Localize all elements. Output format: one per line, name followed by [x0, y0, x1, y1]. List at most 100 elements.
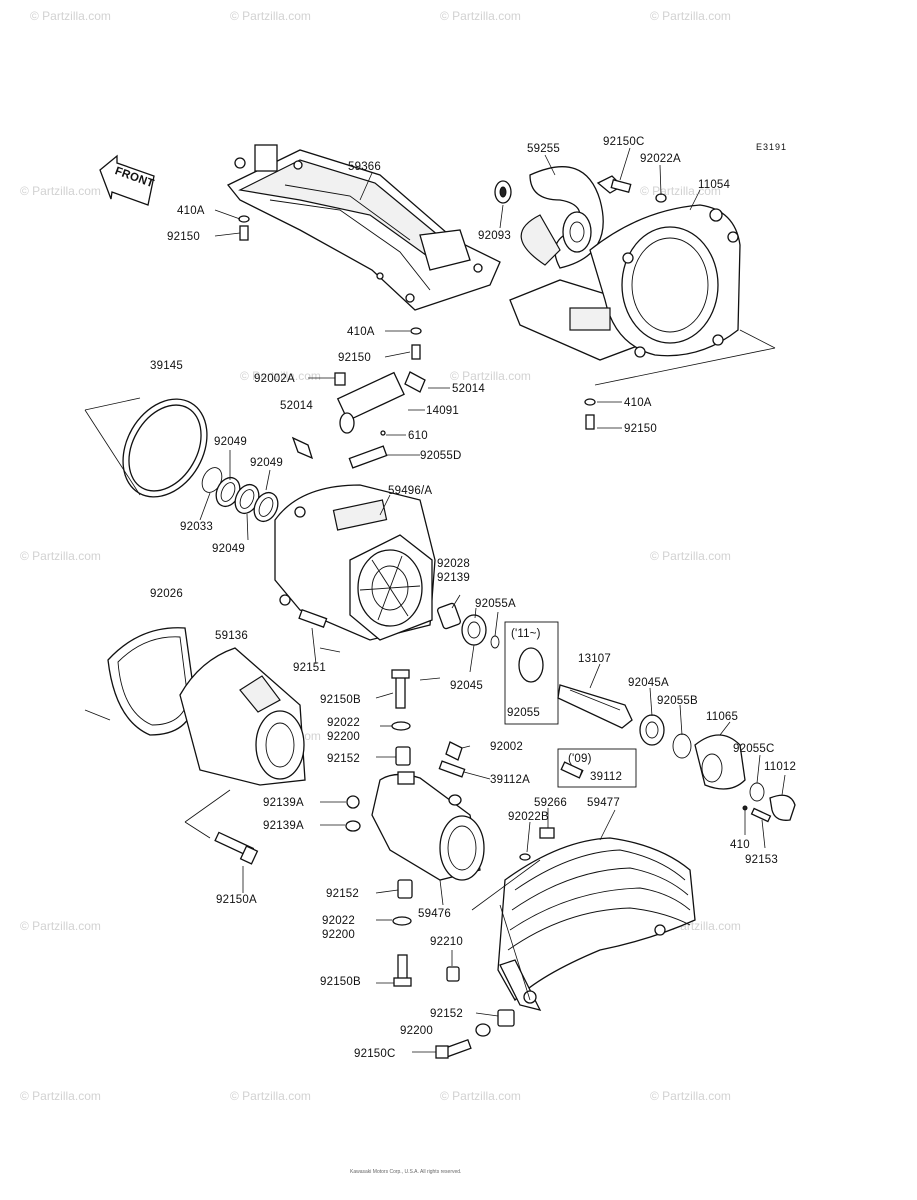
- part-59136-drawing: [179, 647, 306, 786]
- label-11065: 11065: [706, 711, 738, 723]
- watermark: © Partzilla.com: [450, 369, 531, 383]
- label-59255: 59255: [527, 143, 560, 155]
- label-59496A: 59496/A: [388, 485, 432, 497]
- part-59496-drawing: [274, 484, 436, 641]
- part-39145-drawing: [122, 398, 208, 498]
- label-39112A: 39112A: [490, 774, 530, 786]
- label-92022: 92022: [327, 717, 360, 729]
- fasteners-top: [238, 175, 667, 430]
- label-92150A: 92150A: [216, 894, 257, 906]
- label-92002A: 92002A: [254, 373, 295, 385]
- label-box-09: ('09): [568, 753, 592, 765]
- box-11-drawing: [504, 621, 559, 725]
- front-arrow-icon: FRONT: [99, 154, 155, 206]
- label-92150B: 92150B: [320, 976, 361, 988]
- box-09-drawing: [557, 748, 637, 788]
- label-52014: 52014: [452, 383, 485, 395]
- label-39112: 39112: [590, 771, 622, 783]
- label-92152: 92152: [430, 1008, 463, 1020]
- label-92139A: 92139A: [263, 797, 304, 809]
- label-59266: 59266: [534, 797, 567, 809]
- part-11065-drawing: [694, 734, 796, 823]
- label-92045: 92045: [450, 680, 483, 692]
- label-92045A: 92045A: [628, 677, 669, 689]
- watermark: © Partzilla.com: [650, 9, 731, 23]
- label-92151: 92151: [293, 662, 326, 674]
- label-92150C: 92150C: [603, 136, 644, 148]
- watermark: © Partzilla.com: [440, 9, 521, 23]
- label-92049: 92049: [250, 457, 283, 469]
- watermark: © Partzilla.com: [650, 1089, 731, 1103]
- part-14091-drawing: [291, 371, 426, 469]
- label-410A: 410A: [624, 397, 652, 409]
- seals-drawing: [201, 467, 279, 523]
- label-59136: 59136: [215, 630, 248, 642]
- watermark: © Partzilla.com: [230, 9, 311, 23]
- watermark: © Partzilla.com: [230, 1089, 311, 1103]
- label-59366: 59366: [348, 161, 381, 173]
- label-92200: 92200: [327, 731, 360, 743]
- label-59476: 59476: [418, 908, 451, 920]
- label-11054: 11054: [698, 179, 731, 191]
- part-59477-drawing: [446, 827, 696, 1011]
- part-13107-drawing: [557, 684, 692, 759]
- label-92150: 92150: [167, 231, 200, 243]
- label-92022B: 92022B: [508, 811, 549, 823]
- label-59477: 59477: [587, 797, 620, 809]
- watermark: © Partzilla.com: [20, 184, 101, 198]
- label-92055C: 92055C: [733, 743, 774, 755]
- label-92093: 92093: [478, 230, 511, 242]
- label-92152: 92152: [326, 888, 359, 900]
- label-52014: 52014: [280, 400, 313, 412]
- fasteners-middle: [214, 669, 584, 865]
- label-92022: 92022: [322, 915, 355, 927]
- diagram-code: E3191: [756, 142, 787, 152]
- part-92093-drawing: [494, 180, 512, 204]
- label-92139A: 92139A: [263, 820, 304, 832]
- watermark: © Partzilla.com: [20, 1089, 101, 1103]
- label-92026: 92026: [150, 588, 183, 600]
- watermark: © Partzilla.com: [20, 549, 101, 563]
- label-92139: 92139: [437, 572, 470, 584]
- label-410A: 410A: [347, 326, 375, 338]
- part-11054-drawing: [509, 204, 741, 361]
- label-92200: 92200: [322, 929, 355, 941]
- label-92055A: 92055A: [475, 598, 516, 610]
- part-labels: 59366 59255 92150C 92022A 11054 410A 921…: [150, 136, 796, 1060]
- label-92150: 92150: [338, 352, 371, 364]
- label-92022A: 92022A: [640, 153, 681, 165]
- label-92055: 92055: [507, 707, 540, 719]
- label-92150B: 92150B: [320, 694, 361, 706]
- part-92026-drawing: [107, 627, 196, 736]
- watermark: © Partzilla.com: [440, 1089, 521, 1103]
- label-39145: 39145: [150, 360, 183, 372]
- fasteners-bottom: [435, 1009, 515, 1059]
- watermark: © Partzilla.com: [650, 549, 731, 563]
- part-92151-drawing: [298, 608, 328, 628]
- label-92002: 92002: [490, 741, 523, 753]
- label-13107: 13107: [578, 653, 611, 665]
- label-92150: 92150: [624, 423, 657, 435]
- label-92049: 92049: [212, 543, 245, 555]
- part-59255-drawing: [520, 166, 604, 269]
- label-92055D: 92055D: [420, 450, 461, 462]
- leader-lines: [84, 147, 786, 1053]
- label-92200: 92200: [400, 1025, 433, 1037]
- label-92153: 92153: [745, 854, 778, 866]
- watermark: © Partzilla.com: [20, 919, 101, 933]
- label-11012: 11012: [764, 761, 796, 773]
- part-59476-drawing: [371, 771, 485, 987]
- label-92152: 92152: [327, 753, 360, 765]
- watermark: © Partzilla.com: [30, 9, 111, 23]
- bearings-drawing: [436, 602, 500, 649]
- label-box-11: ('11~): [511, 628, 541, 640]
- label-410: 410: [730, 839, 750, 851]
- label-92033: 92033: [180, 521, 213, 533]
- watermark: © Partzilla.com: [240, 369, 321, 383]
- label-92150C: 92150C: [354, 1048, 395, 1060]
- label-92210: 92210: [430, 936, 463, 948]
- label-610: 610: [408, 430, 428, 442]
- label-92049: 92049: [214, 436, 247, 448]
- label-410A: 410A: [177, 205, 205, 217]
